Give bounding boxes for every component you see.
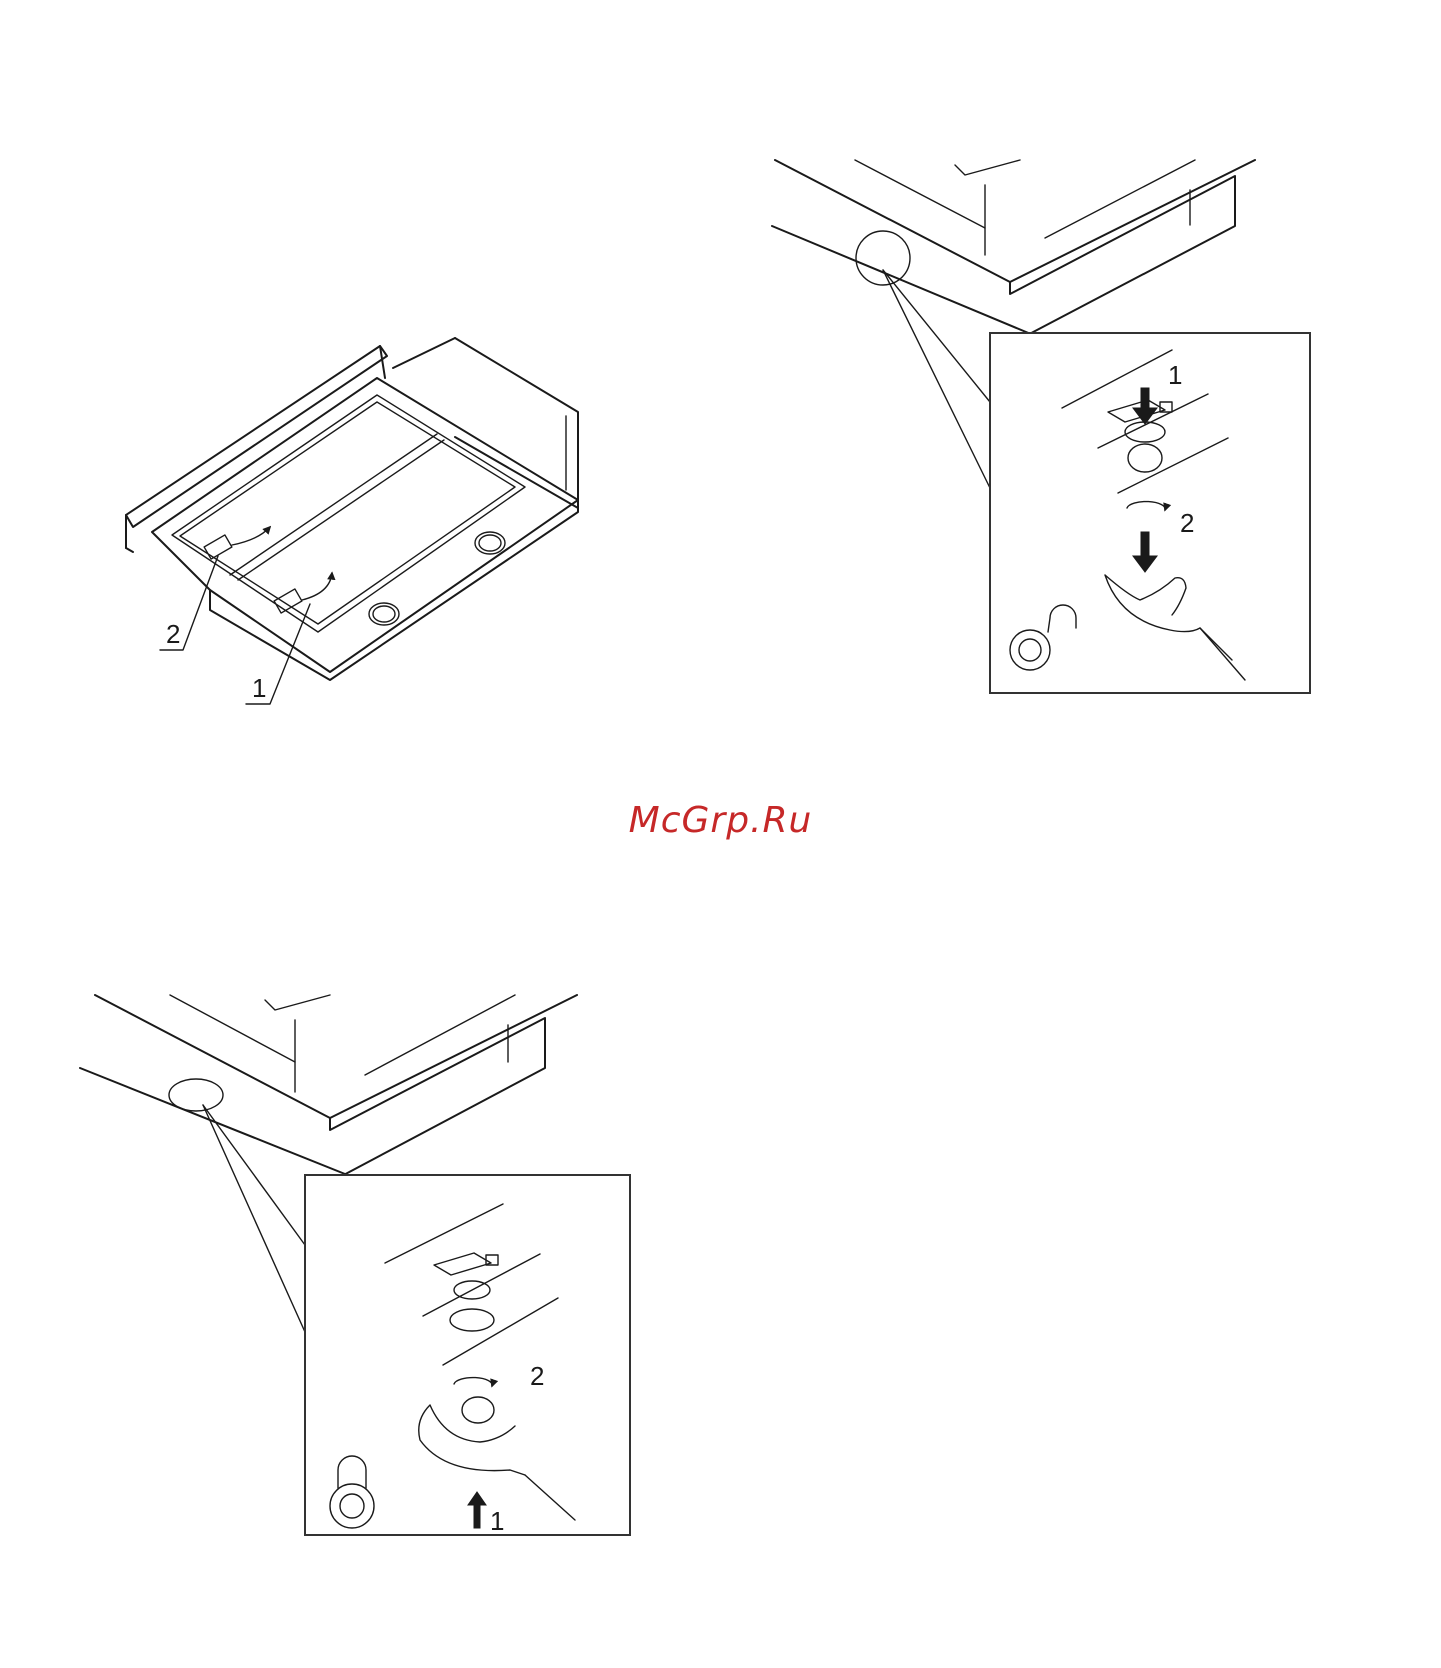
- callout-1-label: 1: [252, 673, 266, 703]
- lamp-install-figure: 2 1: [80, 995, 630, 1536]
- callout-2-label: 2: [166, 619, 180, 649]
- step-1-label: 1: [1168, 360, 1182, 390]
- lamp-removal-figure: 1 2: [772, 160, 1310, 693]
- step-2-label: 2: [1180, 508, 1194, 538]
- step-1-label: 1: [490, 1506, 504, 1536]
- hood-filter-figure: 2 1: [126, 338, 578, 704]
- step-2-label: 2: [530, 1361, 544, 1391]
- watermark-text: McGrp.Ru: [0, 800, 1441, 841]
